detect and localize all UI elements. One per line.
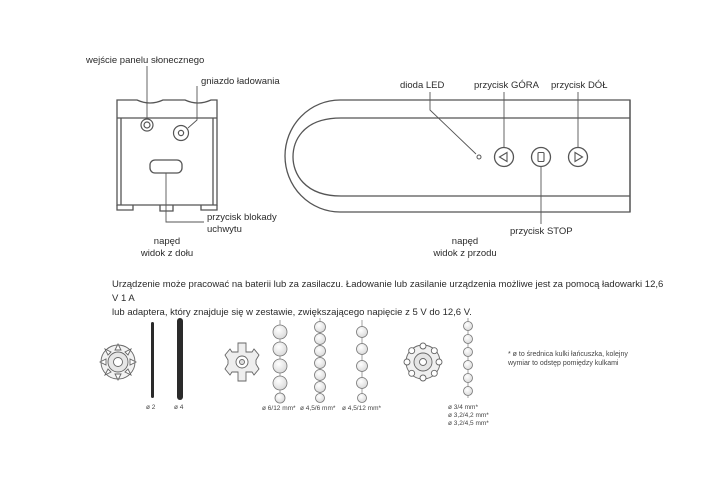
front-view-housing xyxy=(284,99,631,213)
cord-thick xyxy=(177,318,183,400)
footnote-line2: wymiar to odstęp pomiędzy kulkami xyxy=(508,360,619,367)
handle-lock-button xyxy=(149,159,183,174)
front-view-caption-line1: napęd xyxy=(451,236,479,247)
chain-b-size-label: ø 4,5/6 mm* xyxy=(300,405,336,412)
solar-input-label: wejście panelu słonecznego xyxy=(86,55,205,66)
chain-d-size-label-2: ø 3,2/4,2 mm* xyxy=(448,412,489,419)
up-button xyxy=(493,146,515,168)
chain-d-size-labels: ø 3/4 mm* ø 3,2/4,2 mm* ø 3,2/4,5 mm* xyxy=(448,404,489,428)
lock-button-label-line2: uchwytu xyxy=(207,224,242,235)
led-indicator xyxy=(476,154,482,160)
bead-chain-d xyxy=(463,318,473,398)
stop-button-label: przycisk STOP xyxy=(510,226,573,237)
bottom-view-caption-line2: widok z dołu xyxy=(140,248,194,259)
chain-gear-icon xyxy=(224,342,260,382)
footnote-line1: * ø to średnica kulki łańcuszka, kolejny xyxy=(508,351,628,358)
charging-socket-label: gniazdo ładowania xyxy=(201,76,280,87)
leader-lines-bottom xyxy=(146,66,204,223)
bottom-view-housing xyxy=(116,99,218,212)
footnote: * ø to średnica kulki łańcuszka, kolejny… xyxy=(508,350,628,368)
lock-button-label-line1: przycisk blokady xyxy=(207,212,277,223)
chain-c-size-label: ø 4,5/12 mm* xyxy=(342,405,382,412)
power-description: Urządzenie może pracować na baterii lub … xyxy=(112,278,672,320)
bead-chain-c xyxy=(356,320,368,403)
down-button-label: przycisk DÓŁ xyxy=(551,80,608,91)
cord-pulley-icon xyxy=(98,342,138,382)
led-label: dioda LED xyxy=(400,80,445,91)
lock-button-label: przycisk blokady uchwytu xyxy=(207,212,277,236)
small-bead-gear-icon xyxy=(403,342,443,382)
down-button xyxy=(567,146,589,168)
charging-socket-port xyxy=(172,124,190,142)
up-button-label: przycisk GÓRA xyxy=(474,80,539,91)
front-view-caption: napęd widok z przodu xyxy=(420,236,510,260)
bead-chain-a xyxy=(272,320,288,404)
cord-b-size-label: ø 4 xyxy=(174,404,184,411)
bottom-view-caption: napęd widok z dołu xyxy=(122,236,212,260)
cord-a-size-label: ø 2 xyxy=(146,404,156,411)
cord-thin xyxy=(151,322,154,398)
bottom-view-caption-line1: napęd xyxy=(153,236,181,247)
chain-a-size-label: ø 6/12 mm* xyxy=(262,405,296,412)
bead-chain-b xyxy=(314,318,326,403)
chain-d-size-label-1: ø 3/4 mm* xyxy=(448,404,478,411)
stop-button xyxy=(530,146,552,168)
power-description-line2: lub adaptera, który znajduje się w zesta… xyxy=(112,307,472,318)
solar-input-port xyxy=(140,118,154,132)
leader-lines-front xyxy=(429,92,579,224)
chain-d-size-label-3: ø 3,2/4,5 mm* xyxy=(448,420,489,427)
power-description-line1: Urządzenie może pracować na baterii lub … xyxy=(112,279,664,304)
front-view-caption-line2: widok z przodu xyxy=(433,248,497,259)
